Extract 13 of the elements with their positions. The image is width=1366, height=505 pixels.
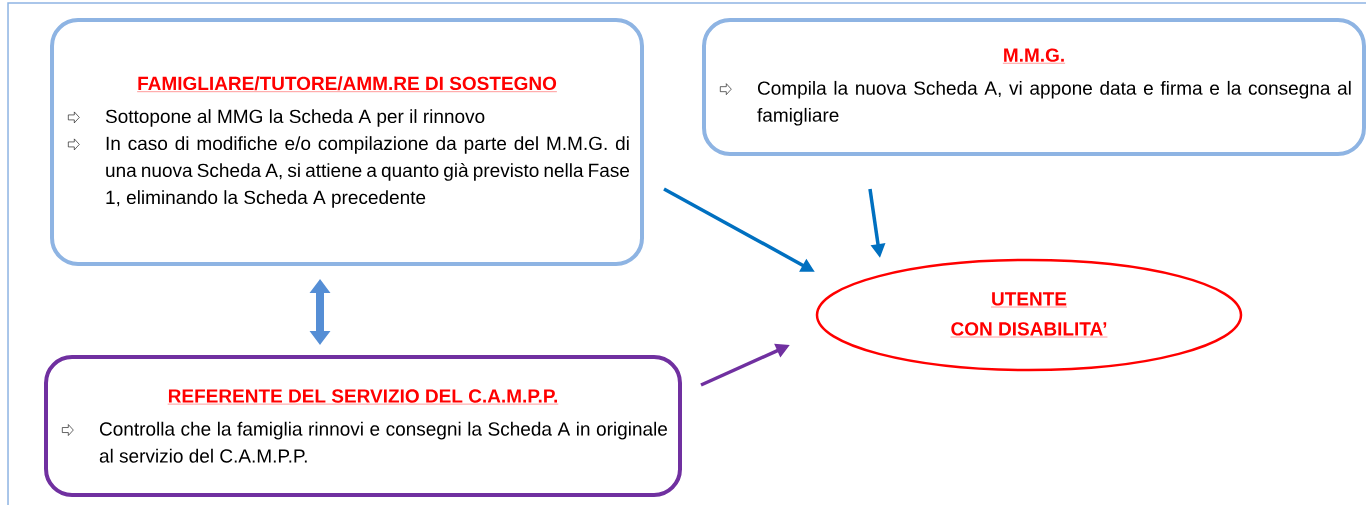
ellipse-text: UTENTE (990, 292, 1068, 308)
process-box (44, 355, 682, 497)
target-ellipse (815, 258, 1243, 372)
bullet-text: Sottopone al MMG la Scheda A per il rinnovo (105, 109, 485, 127)
ellipse-text: CON DISABILITA’ (950, 322, 1108, 338)
process-box (702, 18, 1366, 156)
box-heading: FAMIGLIARE/TUTORE/AMM.RE DI SOSTEGNO (136, 76, 558, 92)
bullet-text: Compila la nuova Scheda A, vi appone data e firma e la consegna al famigliare (757, 80, 1351, 126)
bullet-text: Controlla che la famiglia rinnovi e consegni la Scheda A in originale al servizio del C.A.M.P.P. (99, 421, 667, 463)
process-box (50, 18, 644, 266)
box-heading: REFERENTE DEL SERVIZIO DEL C.A.M.P.P. (167, 389, 559, 405)
bullet-text: In caso di modifiche e/o compilazione da parte del M.M.G. di una nuova Scheda A, si attiene a quanto già previsto nella Fase 1, eliminando la Scheda A precedente (106, 136, 630, 208)
box-heading: M.M.G. (1002, 48, 1066, 64)
